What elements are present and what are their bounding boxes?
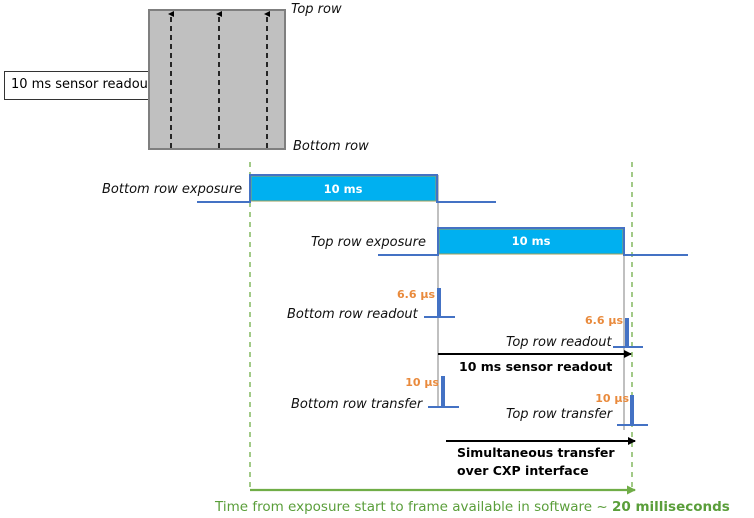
sensor-readout-span-label: 10 ms sensor readout xyxy=(459,359,612,374)
top-row-readout-label: Top row readout xyxy=(506,335,612,350)
bottom-row-transfer-label: Bottom row transfer xyxy=(291,397,424,412)
bottom-row-exposure-duration: 10 ms xyxy=(324,182,363,196)
bottom-row-readout-label: Bottom row readout xyxy=(287,307,419,322)
top-row-readout-pulse xyxy=(625,318,629,347)
top-row-exposure-duration: 10 ms xyxy=(512,234,551,248)
bottom-row-transfer-pulse-label: 10 µs xyxy=(405,376,439,389)
top-row-transfer-label: Top row transfer xyxy=(506,407,614,422)
total-time-text: Time from exposure start to frame availa… xyxy=(214,499,612,515)
top-row-transfer-pulse xyxy=(630,395,634,426)
sensor-readout-box: 10 ms sensor readout xyxy=(4,71,153,100)
top-row-transfer-pulse-label: 10 µs xyxy=(595,392,629,405)
bottom-row-exposure-label: Bottom row exposure xyxy=(102,182,242,197)
total-time-label: Time from exposure start to frame availa… xyxy=(214,499,730,515)
top-row-readout-pulse-label: 6.6 µs xyxy=(585,314,623,327)
bottom-row-readout-pulse xyxy=(437,288,441,317)
top-row-exposure-label: Top row exposure xyxy=(311,235,426,250)
total-time-emphasis: 20 milliseconds xyxy=(612,499,730,515)
top-row-label: Top row xyxy=(291,2,342,17)
bottom-row-label: Bottom row xyxy=(293,139,369,154)
bottom-row-readout-pulse-label: 6.6 µs xyxy=(397,288,435,301)
bottom-row-exposure-signal xyxy=(197,174,496,203)
cxp-transfer-label-line1: Simultaneous transfer xyxy=(457,445,615,460)
sensor-area xyxy=(148,9,286,150)
bottom-row-transfer-pulse xyxy=(441,376,445,407)
cxp-transfer-label-line2: over CXP interface xyxy=(457,463,589,478)
top-row-exposure-signal xyxy=(378,227,688,256)
